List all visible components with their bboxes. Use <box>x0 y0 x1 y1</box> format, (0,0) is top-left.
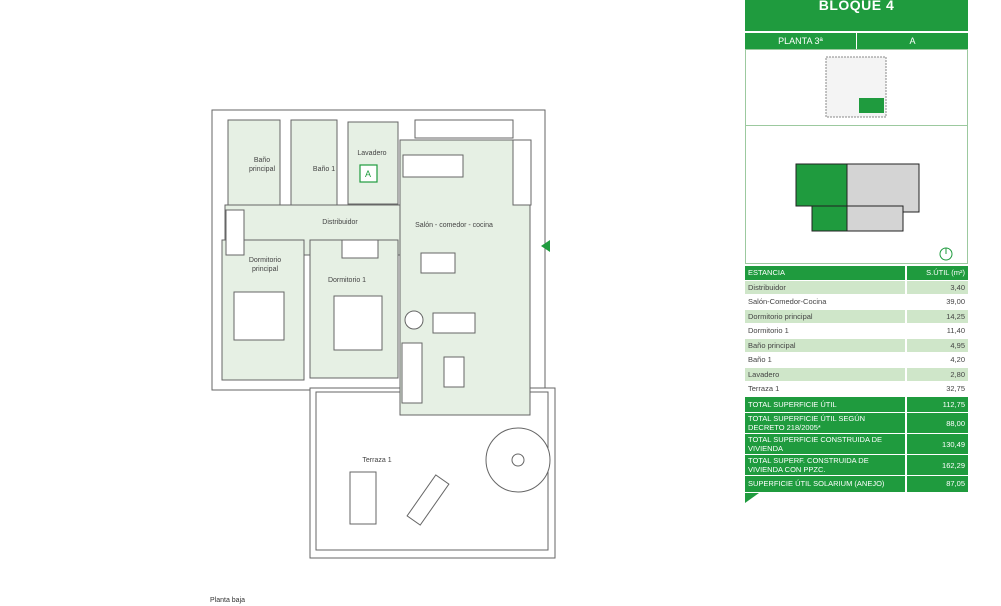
total-value: 87,05 <box>905 475 968 493</box>
row-name: Dormitorio principal <box>745 309 906 324</box>
total-value: 112,75 <box>905 396 968 413</box>
label-dormitorio-principal: Dormitorio <box>249 257 281 264</box>
room-bano-1 <box>290 119 338 206</box>
row-name: Distribuidor <box>745 280 906 295</box>
coffee-table-icon <box>443 356 465 388</box>
total-value: 88,00 <box>905 412 968 434</box>
row-value: 3,40 <box>905 280 968 295</box>
sofa-icon <box>432 312 476 334</box>
row-name: Terraza 1 <box>745 381 906 397</box>
block-title: BLOQUE 4 <box>745 0 968 33</box>
sunbed-icon <box>406 474 450 526</box>
label-salon: Salón - comedor - cocina <box>415 222 493 229</box>
row-name: Baño 1 <box>745 352 906 368</box>
total-value: 130,49 <box>905 433 968 455</box>
key-plan-terrace <box>811 205 848 232</box>
row-value: 32,75 <box>905 381 968 397</box>
row-name: Salón-Comedor-Cocina <box>745 294 906 310</box>
building-thumbnail <box>745 50 968 126</box>
label-terraza: Terraza 1 <box>362 457 391 464</box>
kitchen-island <box>402 154 464 178</box>
label-lavadero: Lavadero <box>357 150 386 157</box>
floor-plan: A Baño principal Baño 1 Lavadero Distrib… <box>211 109 556 559</box>
entrance-arrow-icon <box>541 240 550 252</box>
row-value: 4,20 <box>905 352 968 368</box>
panel-corner-tab <box>745 492 759 503</box>
unit-tag-box <box>359 164 378 183</box>
total-row: SUPERFICIE ÚTIL SOLARIUM (ANEJO)87,05 <box>745 475 968 493</box>
row-name: Baño principal <box>745 338 906 353</box>
table-header: ESTANCIA S.ÚTIL (m²) <box>745 266 968 281</box>
row-value: 39,00 <box>905 294 968 310</box>
wardrobe-icon <box>341 239 379 259</box>
room-bano-principal <box>227 119 281 206</box>
total-name: TOTAL SUPERFICIE CONSTRUIDA DE VIVIENDA <box>745 433 906 455</box>
key-plan-other <box>846 205 904 232</box>
info-panel: BLOQUE 4 PLANTA 3ª A ESTANCIA S.ÚTIL (m²… <box>745 0 968 505</box>
label-bano-principal-2: principal <box>249 166 276 173</box>
row-name: Dormitorio 1 <box>745 323 906 339</box>
kitchen-counter <box>414 119 514 139</box>
bed-icon <box>333 295 383 351</box>
room-lavadero <box>347 121 399 205</box>
kitchen-counter <box>512 139 532 206</box>
dining-table-icon <box>420 252 456 274</box>
total-name: SUPERFICIE ÚTIL SOLARIUM (ANEJO) <box>745 475 906 493</box>
total-value: 162,29 <box>905 454 968 476</box>
unit-tag: A <box>365 169 371 179</box>
key-plan-unit <box>795 163 848 207</box>
total-name: TOTAL SUPERFICIE ÚTIL SEGÚN DECRETO 218/… <box>745 412 906 434</box>
label-distribuidor: Distribuidor <box>322 219 358 226</box>
floor-key-plan <box>745 126 968 264</box>
label-bano-principal: Baño <box>254 157 270 164</box>
row-value: 2,80 <box>905 367 968 382</box>
col-room: ESTANCIA <box>745 266 906 281</box>
label-dormitorio-principal-2: principal <box>252 266 279 273</box>
total-name: TOTAL SUPERF. CONSTRUIDA DE VIVIENDA CON… <box>745 454 906 476</box>
row-value: 4,95 <box>905 338 968 353</box>
unit-label: A <box>909 36 916 46</box>
row-value: 14,25 <box>905 309 968 324</box>
floor-label: PLANTA 3ª <box>745 33 857 49</box>
row-name: Lavadero <box>745 367 906 382</box>
label-dormitorio-1: Dormitorio 1 <box>328 277 366 284</box>
total-row: TOTAL SUPERFICIE ÚTIL SEGÚN DECRETO 218/… <box>745 412 968 434</box>
spiral-stair-icon <box>485 427 551 493</box>
row-value: 11,40 <box>905 323 968 339</box>
lamp-icon <box>404 310 424 330</box>
spiral-stair-core <box>511 453 525 467</box>
wardrobe-icon <box>225 209 245 256</box>
total-name: TOTAL SUPERFICIE ÚTIL <box>745 396 906 413</box>
total-row: TOTAL SUPERF. CONSTRUIDA DE VIVIENDA CON… <box>745 454 968 476</box>
label-bano-1: Baño 1 <box>313 166 335 173</box>
terrace-table-icon <box>349 471 377 525</box>
key-plan-other <box>846 163 920 213</box>
bed-icon <box>233 291 285 341</box>
plan-caption: Planta baja <box>210 597 246 604</box>
unit-highlight <box>859 98 884 113</box>
floor-unit-row: PLANTA 3ª A <box>745 33 968 50</box>
col-area: S.ÚTIL (m²) <box>905 266 968 281</box>
sofa-icon <box>401 342 423 404</box>
